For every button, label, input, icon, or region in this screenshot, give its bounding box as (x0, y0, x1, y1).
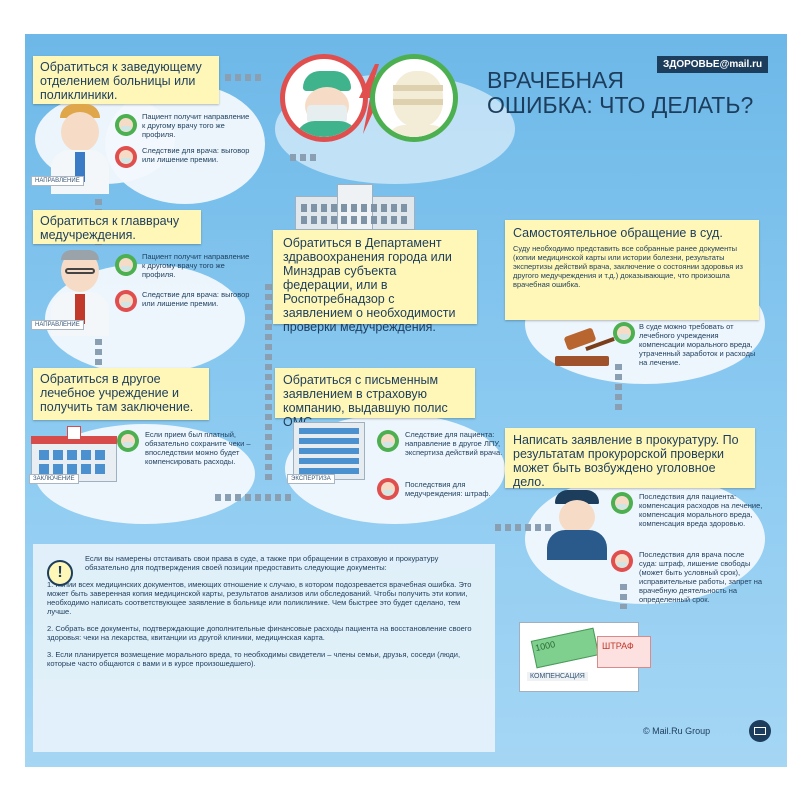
conclusion-document: ЗАКЛЮЧЕНИЕ (29, 474, 79, 484)
warning-icon: ! (47, 560, 73, 586)
step-text: Обратиться к главврачу медучреждения. (40, 214, 180, 242)
route-path (225, 74, 265, 81)
patient-badge (115, 114, 137, 136)
doctor-outcome: Следствие для врача: выговор или лишение… (142, 146, 250, 164)
cloud (105, 84, 265, 204)
route-path (95, 339, 102, 389)
site-logo[interactable]: ЗДОРОВЬЕ@mail.ru (657, 56, 769, 73)
step-health-department: Обратиться в Департамент здравоохранения… (273, 230, 477, 334)
route-path (215, 494, 295, 501)
patient-badge (613, 322, 635, 344)
doctor-badge (115, 290, 137, 312)
compensation-envelope: 1000 КОМПЕНСАЦИЯ ШТРАФ (519, 612, 659, 694)
route-path (265, 284, 272, 484)
step-prosecutor: Написать заявление в прокуратуру. По рез… (505, 428, 755, 489)
mail-icon[interactable] (749, 720, 771, 742)
doctor-illustration (45, 104, 115, 194)
step-title: Самостоятельное обращение в суд. (513, 226, 723, 240)
doctor-badge (115, 146, 137, 168)
patient-badge (611, 492, 633, 514)
doctor-outcome: Последствия для врача после суда: штраф,… (639, 550, 763, 604)
warning-item-1: 1. Копии всех медицинских документов, им… (47, 580, 472, 616)
documents-warning-panel: ! Если вы намерены отстаивать свои права… (33, 544, 495, 752)
step-chief-doctor: Обратиться к главврачу медучреждения. (33, 210, 201, 244)
insurance-building-illustration (283, 422, 375, 482)
patient-badge (377, 430, 399, 452)
step-head-of-department: Обратиться к заведующему отделением боль… (33, 56, 219, 104)
fine-label: ШТРАФ (597, 636, 651, 668)
step-text: Обратиться в другое лечебное учреждение … (40, 372, 194, 414)
ministry-building-illustration (295, 184, 415, 230)
warning-intro: Если вы намерены отстаивать свои права в… (85, 554, 439, 572)
referral-document: НАПРАВЛЕНИЕ (31, 320, 84, 330)
compensation-label: КОМПЕНСАЦИЯ (527, 672, 588, 681)
court-claims: В суде можно требовать от лечебного учре… (639, 322, 756, 367)
doctor-badge (611, 550, 633, 572)
chief-doctor-illustration (45, 246, 115, 336)
route-path (620, 584, 627, 609)
copyright: © Mail.Ru Group (643, 726, 711, 736)
patient-portrait (370, 54, 458, 142)
step-text: Обратиться с письменным заявлением в стр… (283, 373, 448, 429)
warning-item-2: 2. Собрать все документы, подтверждающие… (47, 624, 472, 642)
patient-outcome: Пациент получит направление к другому вр… (142, 252, 250, 279)
step-court: Самостоятельное обращение в суд. Суду не… (505, 220, 759, 320)
expertise-document: ЭКСПЕРТИЗА (287, 474, 335, 484)
title-line-2: ОШИБКА: ЧТО ДЕЛАТЬ? (487, 92, 754, 118)
infographic-poster: ВРАЧЕБНАЯ ОШИБКА: ЧТО ДЕЛАТЬ? ЗДОРОВЬЕ@m… (25, 34, 787, 767)
patient-badge (115, 254, 137, 276)
title-line-1: ВРАЧЕБНАЯ (487, 67, 625, 93)
patient-outcome: Следствие для пациента: направление в др… (405, 430, 503, 457)
clinic-outcome: Последствия для медучреждения: штраф. (405, 480, 491, 498)
patient-outcome: Последствия для пациента: компенсация ра… (639, 492, 763, 528)
step-text: Написать заявление в прокуратуру. По рез… (513, 433, 739, 489)
doctor-outcome: Следствие для врача: выговор или лишение… (142, 290, 250, 308)
route-path (615, 364, 622, 414)
patient-outcome: Пациент получит направление к другому вр… (142, 112, 250, 139)
route-path (290, 154, 320, 161)
warning-item-3: 3. Если планируется возмещение моральног… (47, 650, 461, 668)
step-text: Обратиться в Департамент здравоохранения… (283, 236, 456, 334)
gavel-icon (551, 327, 615, 368)
step-insurance: Обратиться с письменным заявлением в стр… (275, 368, 475, 429)
clinic-badge (377, 478, 399, 500)
police-officer-illustration (545, 490, 609, 560)
clinic-building-illustration (31, 426, 117, 482)
route-path (495, 524, 555, 531)
clinic-receipt-note: Если прием был платный, обязательно сохр… (145, 430, 251, 466)
referral-document: НАПРАВЛЕНИЕ (31, 176, 84, 186)
page-title: ВРАЧЕБНАЯ ОШИБКА: ЧТО ДЕЛАТЬ? (487, 68, 753, 118)
step-text: Суду необходимо представить все собранны… (513, 244, 743, 289)
patient-badge (117, 430, 139, 452)
step-text: Обратиться к заведующему отделением боль… (40, 60, 202, 102)
step-other-clinic: Обратиться в другое лечебное учреждение … (33, 368, 209, 420)
